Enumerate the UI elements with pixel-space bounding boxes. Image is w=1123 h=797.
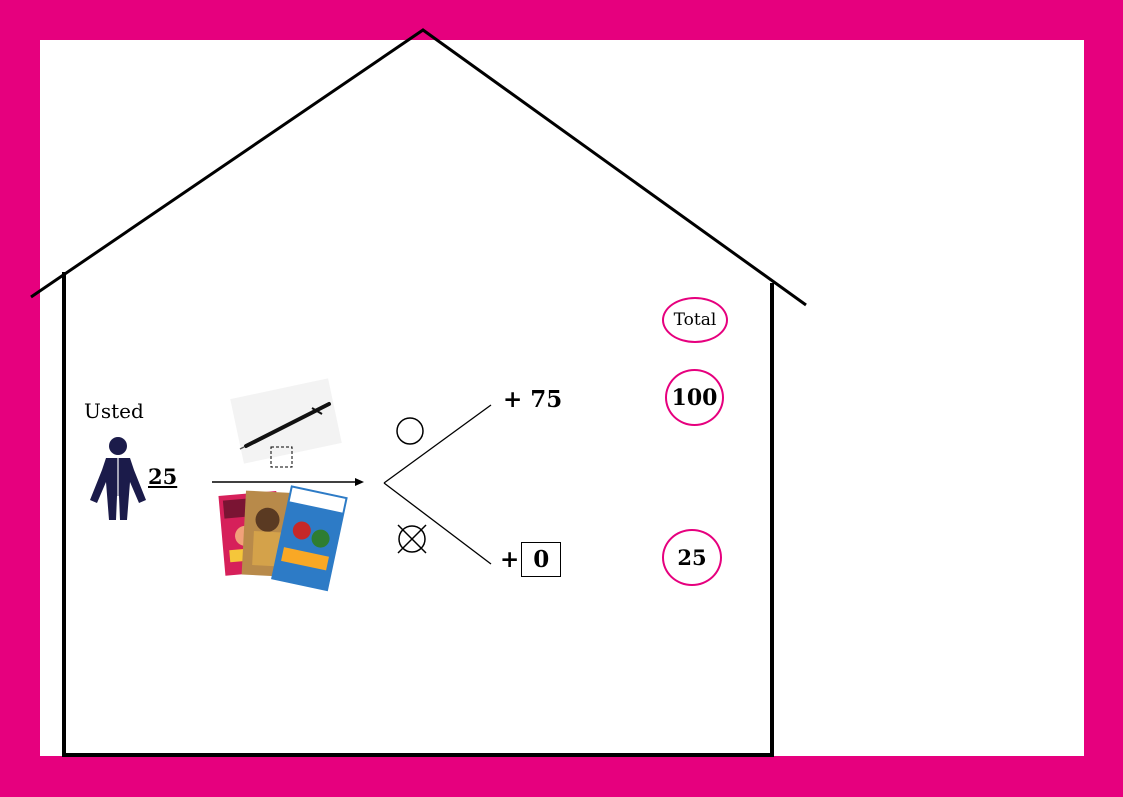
actor-label: Usted bbox=[84, 399, 144, 423]
bottom-outcome-value-box: 0 bbox=[521, 542, 561, 577]
total-header-label: Total bbox=[674, 310, 717, 330]
total-top-badge: 100 bbox=[665, 369, 724, 426]
magazines-icon bbox=[218, 485, 347, 591]
house-roof bbox=[31, 30, 806, 305]
branch-line-top bbox=[384, 405, 491, 483]
total-top-value: 100 bbox=[672, 385, 718, 411]
total-header-badge: Total bbox=[662, 297, 728, 343]
bottom-outcome-prefix: + bbox=[500, 546, 519, 573]
crossed-circle-icon bbox=[398, 525, 426, 553]
person-icon bbox=[90, 437, 146, 520]
pen-icon bbox=[230, 378, 342, 463]
top-outcome-value: + 75 bbox=[503, 386, 562, 413]
bottom-outcome: + 0 bbox=[500, 542, 561, 577]
total-bottom-value: 25 bbox=[677, 545, 706, 570]
empty-circle-icon bbox=[397, 418, 423, 444]
house-walls bbox=[64, 272, 772, 755]
actor-amount: 25 bbox=[148, 464, 177, 489]
choice-arrow bbox=[212, 478, 364, 486]
total-bottom-badge: 25 bbox=[662, 529, 722, 586]
